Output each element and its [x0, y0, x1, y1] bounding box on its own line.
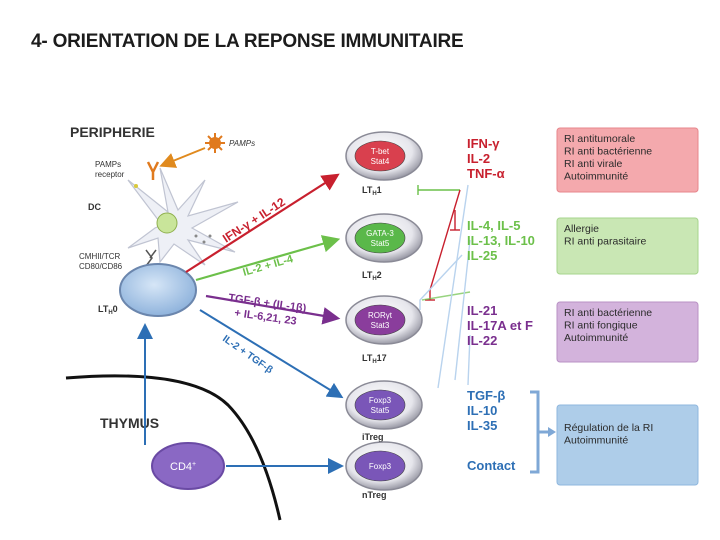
response-th2-1: RI anti parasitaire — [564, 236, 646, 248]
response-th17-2: Autoimmunité — [564, 332, 628, 344]
naive-cell-label: LTH0 — [98, 304, 118, 316]
cytokine-th17-1: IL-17A et F — [467, 318, 533, 333]
cell-itreg-tf1: Foxp3 — [369, 396, 392, 405]
cell-th2-tf2: Stat5 — [371, 239, 390, 248]
response-th1-1: RI anti bactérienne — [564, 146, 652, 158]
thymus-boundary — [65, 374, 282, 521]
periphery-label: PERIPHERIE — [70, 124, 155, 140]
arrow-th1 — [185, 173, 340, 273]
response-th1-2: RI anti virale — [564, 158, 623, 170]
cd4-cell-label: CD4+ — [170, 461, 196, 473]
cell-th2-label: LTH2 — [362, 270, 382, 282]
treg-bracket — [530, 390, 556, 474]
response-th1-0: RI antitumorale — [564, 133, 635, 145]
mhc-label-1: CMHII/TCR — [79, 252, 121, 261]
dendritic-cell-icon — [127, 167, 239, 266]
cell-th17-tf2: Stat3 — [371, 321, 390, 330]
cell-th1-tf2: Stat4 — [371, 157, 390, 166]
cell-ntreg: Foxp3 nTreg — [345, 441, 423, 500]
cell-th1-tf1: T-bet — [371, 147, 390, 156]
cell-th1-nucleus — [354, 140, 406, 172]
cytokine-th1-0: IFN-γ — [467, 136, 500, 151]
cd4-cell — [151, 442, 225, 490]
cytokine-th2-2: IL-25 — [467, 248, 497, 263]
slide-title: 4- ORIENTATION DE LA REPONSE IMMUNITAIRE — [31, 31, 464, 52]
cell-itreg-nucleus — [354, 389, 406, 421]
pamps-icon — [205, 133, 225, 153]
cytokine-th1-1: IL-2 — [467, 151, 490, 166]
pamps-label: PAMPs — [229, 139, 255, 148]
cytokine-th2-0: IL-4, IL-5 — [467, 218, 520, 233]
cytokine-th17-0: IL-21 — [467, 303, 497, 318]
cell-th2-tf1: GATA-3 — [366, 229, 394, 238]
cell-itreg-label: iTreg — [362, 432, 384, 442]
cytokine-treg-1: IL-10 — [467, 403, 497, 418]
signal-th2-label: IL-2 + IL-4 — [242, 253, 296, 279]
cytokine-treg-3: Contact — [467, 458, 516, 473]
signal-th1-label: IFN-γ + IL-12 — [220, 195, 288, 246]
cytokine-treg-2: IL-35 — [467, 418, 497, 433]
response-th17-0: RI anti bactérienne — [564, 307, 652, 319]
cell-th1-label: LTH1 — [362, 185, 382, 197]
cytokine-treg-0: TGF-β — [467, 388, 505, 403]
cell-ntreg-label: nTreg — [362, 490, 387, 500]
pamps-receptor-icon — [146, 161, 160, 180]
cytokine-th17-2: IL-22 — [467, 333, 497, 348]
cell-th17-nucleus — [354, 304, 406, 336]
cytokine-th2-1: IL-13, IL-10 — [467, 233, 535, 248]
cell-ntreg-tf1: Foxp3 — [369, 462, 392, 471]
synapse-icon — [145, 249, 157, 267]
arrow-th2 — [195, 235, 341, 282]
pamps-receptor-label-1: PAMPs — [95, 160, 121, 169]
response-treg-1: Autoimmunité — [564, 435, 628, 447]
cell-th2-nucleus — [354, 222, 406, 254]
response-th17-1: RI anti fongique — [564, 320, 638, 332]
cell-th17-tf1: RORγt — [368, 311, 393, 320]
pamps-arrow — [159, 147, 206, 168]
response-th2-0: Allergie — [564, 223, 599, 235]
arrow-th17 — [205, 294, 341, 325]
thymus-label: THYMUS — [100, 415, 159, 431]
cell-itreg-tf2: Stat5 — [371, 406, 390, 415]
cell-th17-label: LTH17 — [362, 353, 387, 365]
naive-cell — [119, 263, 197, 317]
cell-ntreg-nucleus — [354, 450, 406, 482]
cytokine-th1-2: TNF-α — [467, 166, 505, 181]
dc-label: DC — [88, 202, 101, 212]
cross-regulation-lines — [417, 184, 471, 389]
response-th1-3: Autoimmunité — [564, 171, 628, 183]
pamps-receptor-label-2: receptor — [95, 170, 125, 179]
mhc-label-2: CD80/CD86 — [79, 262, 123, 271]
response-treg-0: Régulation de la RI — [564, 422, 653, 434]
arrow-treg — [199, 309, 344, 399]
